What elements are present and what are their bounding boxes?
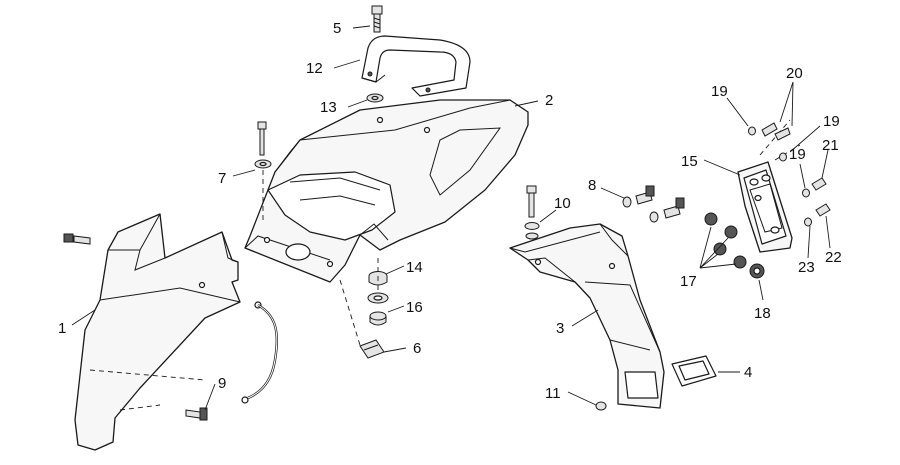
part-13-washer	[366, 93, 384, 103]
part-1-splash-guard	[74, 213, 241, 451]
part-15-plate-light-holder	[737, 119, 801, 253]
part-4-reflector-frame	[671, 355, 717, 387]
callout-22: 22	[825, 249, 842, 266]
callout-12: 12	[306, 60, 323, 77]
part-9-screw	[185, 407, 208, 421]
part-7-screw-washer	[254, 121, 272, 169]
callout-1: 1	[58, 320, 66, 337]
callout-15: 15	[681, 153, 698, 170]
part-8-bolts	[622, 185, 685, 223]
part-3-plate-bracket	[509, 223, 665, 409]
part-10-screw-washer	[524, 185, 540, 240]
callout-20: 20	[786, 65, 803, 82]
callout-5: 5	[333, 20, 341, 37]
alignment-line	[339, 279, 361, 346]
callout-7: 7	[218, 170, 226, 187]
callout-16: 16	[406, 299, 423, 316]
callout-labels: 1 2 3 4 5 6 7 8 9 10 11 12 13 14 15 16 1…	[58, 20, 842, 402]
callout-3: 3	[556, 320, 564, 337]
callout-19-a: 19	[711, 83, 728, 100]
callout-11: 11	[545, 385, 561, 402]
callout-23: 23	[798, 259, 815, 276]
callout-8: 8	[588, 177, 596, 194]
callout-19-b: 19	[823, 113, 840, 130]
part-5-screw	[371, 5, 383, 33]
callout-10: 10	[554, 195, 571, 212]
leader-lines	[71, 25, 831, 411]
callout-17: 17	[680, 273, 697, 290]
callout-9: 9	[218, 375, 226, 392]
bolt-icon	[63, 233, 91, 245]
part-16-grommet	[367, 292, 389, 326]
part-12-grab-handle	[361, 35, 471, 97]
callout-19-c: 19	[789, 146, 806, 163]
part-6-clip	[359, 339, 385, 359]
part-11-grommet	[595, 401, 607, 411]
callout-2: 2	[545, 92, 553, 109]
part-2-rear-fender	[244, 99, 529, 283]
callout-14: 14	[406, 259, 423, 276]
part-19-20-hardware	[748, 122, 831, 227]
callout-4: 4	[744, 364, 752, 381]
callout-21: 21	[822, 137, 839, 154]
cable	[241, 301, 279, 404]
callout-13: 13	[320, 99, 337, 116]
callout-18: 18	[754, 305, 771, 322]
callout-6: 6	[413, 340, 421, 357]
part-18-cap	[749, 263, 765, 279]
part-17-nuts	[704, 212, 747, 269]
